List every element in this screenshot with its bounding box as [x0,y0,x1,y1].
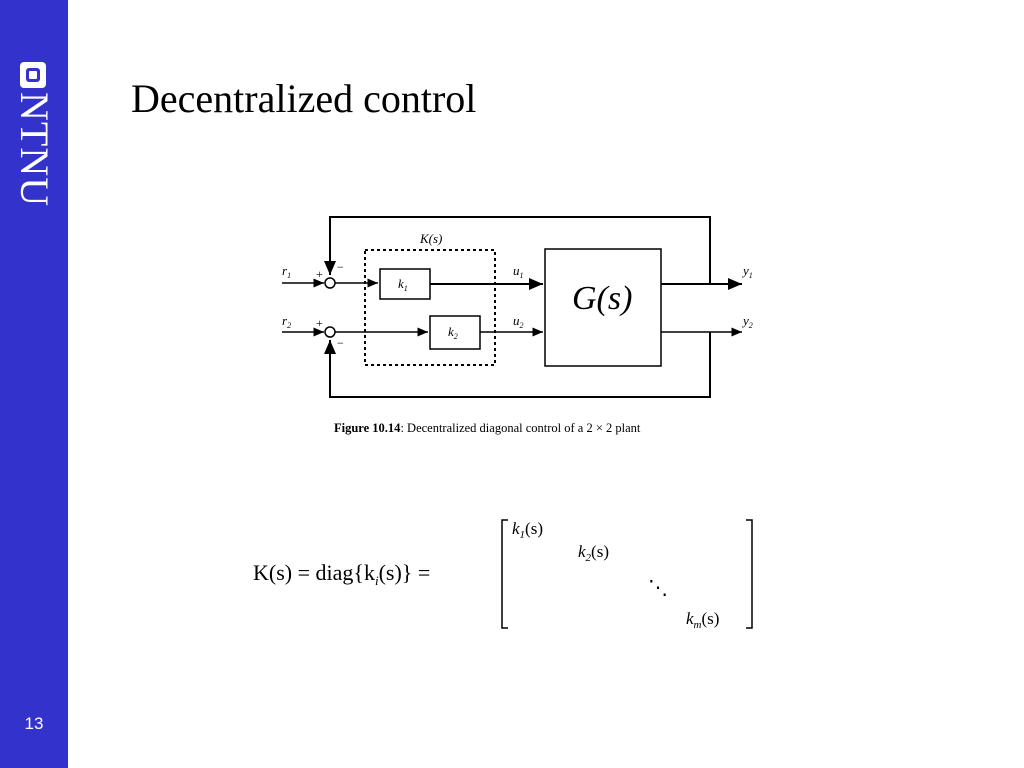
u2-sub: 2 [520,321,524,330]
equation-lhs-end: (s)} = [379,560,431,585]
sum-junction-1 [324,277,336,289]
logo-text: NTNU [12,92,57,208]
sidebar: NTNU 13 [0,0,68,768]
equation-lhs-sub: i [375,573,379,588]
caption-label: Figure 10.14 [334,421,401,435]
svg-text:u2: u2 [513,313,524,330]
m22-sub: 2 [586,552,592,564]
feedback-line-2 [324,332,711,398]
ntnu-logo-icon [20,62,46,88]
mmm-sub: m [694,619,702,631]
equation-lhs: K(s) = diag{k [253,560,375,585]
controller-label: K(s) [419,231,442,246]
svg-text:y1: y1 [741,263,753,280]
k2-sub: 2 [454,332,458,341]
minus-sign-1: − [337,260,344,274]
m11: k [512,519,520,538]
svg-text:k2(s): k2(s) [578,542,609,564]
feedback-line-1 [324,216,711,284]
right-bracket [746,519,753,629]
slide-title: Decentralized control [131,76,477,121]
svg-text:k2: k2 [448,324,458,341]
sum-junction-2 [324,326,336,338]
k1-label: k [398,276,404,291]
page-number: 13 [24,714,44,733]
svg-text:r2: r2 [282,313,291,330]
left-bracket [501,519,508,629]
mmm: k [686,609,694,628]
mmm-arg: (s) [702,609,720,628]
y1-sub: 1 [749,271,753,280]
svg-text:k1: k1 [398,276,408,293]
svg-text:km(s): km(s) [686,609,719,631]
svg-text:y2: y2 [741,313,753,330]
k1-sub: 1 [404,284,408,293]
svg-text:k1(s): k1(s) [512,519,543,541]
m11-sub: 1 [520,529,526,541]
controller-box [364,249,496,366]
svg-text:K(s) = diag{ki(s)} =: K(s) = diag{ki(s)} = [253,560,430,588]
m22: k [578,542,586,561]
u2-label: u [513,313,520,328]
plant-block [544,248,662,367]
caption-text: : Decentralized diagonal control of a 2 … [400,421,641,435]
plus-sign-2: + [316,316,323,330]
y2-sub: 2 [749,321,753,330]
ddots: ⋱ [648,577,668,599]
u1-label: u [513,263,520,278]
y2-label: y [741,313,749,328]
svg-text:u1: u1 [513,263,524,280]
m11-arg: (s) [525,519,543,538]
minus-sign-2: − [337,336,344,350]
u1-sub: 1 [520,271,524,280]
plant-label: G(s) [572,280,632,317]
r1-sub: 1 [287,271,291,280]
equation: K(s) = diag{ki(s)} = k1(s) k2(s) ⋱ km(s) [253,519,753,631]
m22-arg: (s) [591,542,609,561]
y1-label: y [741,263,749,278]
r2-sub: 2 [287,321,291,330]
r1-label: r [282,263,288,278]
svg-text:r1: r1 [282,263,291,280]
block-diagram: K(s) G(s) k1 k2 r1 r2 u1 u2 y1 y2 + − + … [282,216,753,398]
figure-caption: Figure 10.14: Decentralized diagonal con… [334,421,640,436]
plus-sign-1: + [316,267,323,281]
k2-label: k [448,324,454,339]
k1-block [379,268,431,300]
r2-label: r [282,313,288,328]
